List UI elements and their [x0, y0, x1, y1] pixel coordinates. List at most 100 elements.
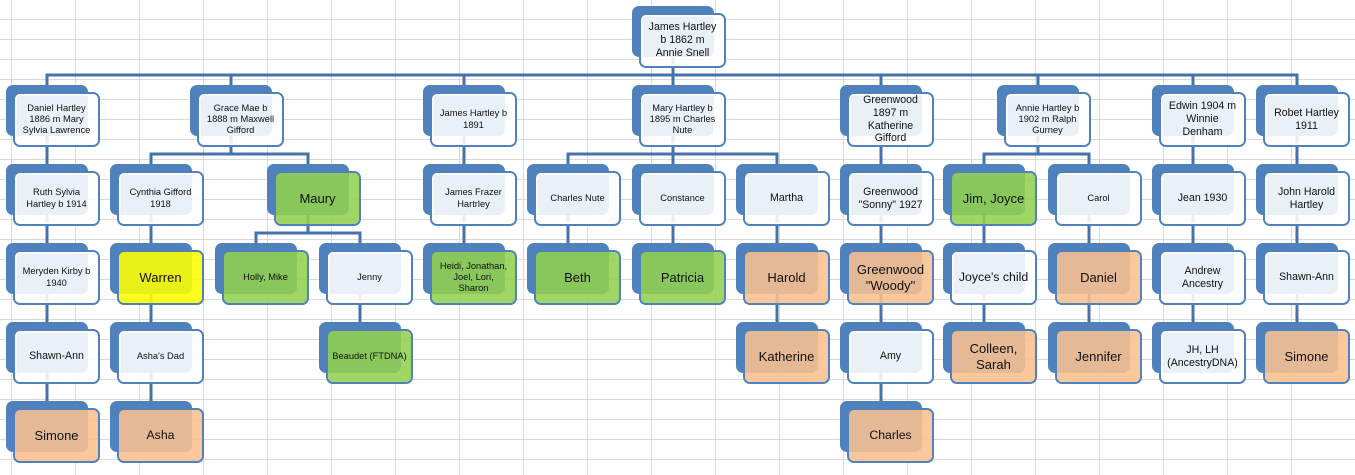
person-node[interactable]: Holly, Mike	[215, 243, 309, 305]
person-label: Simone	[1284, 348, 1329, 364]
person-node[interactable]: John Harold Hartley	[1256, 164, 1350, 226]
node-box: Colleen, Sarah	[950, 329, 1037, 384]
person-label: Beth	[564, 269, 591, 285]
person-label: James Hartley b 1891	[439, 108, 508, 130]
person-node[interactable]: Daniel Hartley 1886 m Mary Sylvia Lawren…	[6, 85, 100, 147]
person-label: Daniel Hartley 1886 m Mary Sylvia Lawren…	[22, 102, 91, 136]
person-node[interactable]: Harold	[736, 243, 830, 305]
person-node[interactable]: Martha	[736, 164, 830, 226]
person-node[interactable]: Shawn-Ann	[6, 322, 100, 384]
node-box: Asha's Dad	[117, 329, 204, 384]
person-label: Holly, Mike	[243, 271, 288, 282]
node-box: Charles Nute	[534, 171, 621, 226]
node-box: JH, LH (AncestryDNA)	[1159, 329, 1246, 384]
person-node[interactable]: Beaudet (FTDNA)	[319, 322, 413, 384]
person-node[interactable]: Ruth Sylvia Hartley b 1914	[6, 164, 100, 226]
person-node[interactable]: Annie Hartley b 1902 m Ralph Gurney	[997, 85, 1091, 147]
person-node[interactable]: Jennifer	[1048, 322, 1142, 384]
node-box: Greenwood "Woody"	[847, 250, 934, 305]
node-box: Patricia	[639, 250, 726, 305]
node-box: Meryden Kirby b 1940	[13, 250, 100, 305]
person-label: Andrew Ancestry	[1181, 264, 1224, 290]
person-node[interactable]: Katherine	[736, 322, 830, 384]
node-box: Annie Hartley b 1902 m Ralph Gurney	[1004, 92, 1091, 147]
person-label: JH, LH (AncestryDNA)	[1167, 343, 1238, 369]
node-box: Jennifer	[1055, 329, 1142, 384]
node-box: Beaudet (FTDNA)	[326, 329, 413, 384]
person-node[interactable]: Charles Nute	[527, 164, 621, 226]
person-node[interactable]: Amy	[840, 322, 934, 384]
person-label: Jim, Joyce	[962, 190, 1025, 206]
person-node[interactable]: Warren	[110, 243, 204, 305]
node-box: Holly, Mike	[222, 250, 309, 305]
person-node[interactable]: Mary Hartley b 1895 m Charles Nute	[632, 85, 726, 147]
person-label: Martha	[770, 192, 803, 205]
person-node[interactable]: Constance	[632, 164, 726, 226]
node-box: Robet Hartley 1911	[1263, 92, 1350, 147]
person-node[interactable]: Andrew Ancestry	[1152, 243, 1246, 305]
person-node[interactable]: Maury	[267, 164, 361, 226]
person-node[interactable]: Shawn-Ann	[1256, 243, 1350, 305]
person-label: Charles	[869, 428, 912, 442]
person-label: Carol	[1087, 192, 1110, 203]
person-label: Meryden Kirby b 1940	[22, 266, 91, 288]
person-node[interactable]: Greenwood "Woody"	[840, 243, 934, 305]
person-node[interactable]: Beth	[527, 243, 621, 305]
node-box: Simone	[13, 408, 100, 463]
node-box: Charles	[847, 408, 934, 463]
node-box: James Hartley b 1891	[430, 92, 517, 147]
person-label: Daniel	[1080, 269, 1117, 285]
person-label: Simone	[34, 427, 79, 443]
person-node[interactable]: Asha	[110, 401, 204, 463]
person-label: Katherine	[758, 348, 815, 364]
person-node-root[interactable]: James Hartley b 1862 m Annie Snell	[632, 6, 726, 68]
person-node[interactable]: JH, LH (AncestryDNA)	[1152, 322, 1246, 384]
person-label: Ruth Sylvia Hartley b 1914	[26, 187, 87, 209]
person-node[interactable]: Jim, Joyce	[943, 164, 1037, 226]
node-box: Carol	[1055, 171, 1142, 226]
node-box: Ruth Sylvia Hartley b 1914	[13, 171, 100, 226]
person-node[interactable]: Greenwood "Sonny" 1927	[840, 164, 934, 226]
node-box: Grace Mae b 1888 m Maxwell Gifford	[197, 92, 284, 147]
person-node[interactable]: James Hartley b 1891	[423, 85, 517, 147]
person-node[interactable]: Charles	[840, 401, 934, 463]
person-node[interactable]: Carol	[1048, 164, 1142, 226]
person-label: James Hartley b 1862 m Annie Snell	[648, 21, 717, 59]
node-box: Amy	[847, 329, 934, 384]
person-node[interactable]: Colleen, Sarah	[943, 322, 1037, 384]
node-box: Cynthia Gifford 1918	[117, 171, 204, 226]
person-node[interactable]: Jean 1930	[1152, 164, 1246, 226]
node-box: Jenny	[326, 250, 413, 305]
node-box: Shawn-Ann	[1263, 250, 1350, 305]
person-node[interactable]: Cynthia Gifford 1918	[110, 164, 204, 226]
person-node[interactable]: Edwin 1904 m Winnie Denham	[1152, 85, 1246, 147]
person-label: Greenwood "Woody"	[856, 261, 925, 293]
person-label: Jean 1930	[1177, 192, 1228, 205]
person-node[interactable]: Greenwood 1897 m Katherine Gifford	[840, 85, 934, 147]
person-label: Robet Hartley 1911	[1274, 106, 1339, 132]
person-node[interactable]: Meryden Kirby b 1940	[6, 243, 100, 305]
person-node[interactable]: Patricia	[632, 243, 726, 305]
node-box: Jim, Joyce	[950, 171, 1037, 226]
node-box: Constance	[639, 171, 726, 226]
node-box: Maury	[274, 171, 361, 226]
person-label: Heidi, Jonathan, Joel, Lori, Sharon	[439, 260, 508, 294]
person-node[interactable]: Jenny	[319, 243, 413, 305]
person-node[interactable]: Simone	[6, 401, 100, 463]
person-label: Cynthia Gifford 1918	[129, 187, 192, 209]
person-node[interactable]: Asha's Dad	[110, 322, 204, 384]
person-node[interactable]: Grace Mae b 1888 m Maxwell Gifford	[190, 85, 284, 147]
person-node[interactable]: Daniel	[1048, 243, 1142, 305]
person-label: Colleen, Sarah	[969, 340, 1018, 372]
person-node[interactable]: Heidi, Jonathan, Joel, Lori, Sharon	[423, 243, 517, 305]
person-label: Mary Hartley b 1895 m Charles Nute	[649, 102, 716, 136]
node-box: Daniel	[1055, 250, 1142, 305]
person-node[interactable]: James Frazer Hartrley	[423, 164, 517, 226]
person-node[interactable]: Robet Hartley 1911	[1256, 85, 1350, 147]
person-label: Joyce's child	[958, 270, 1029, 284]
node-box: Greenwood 1897 m Katherine Gifford	[847, 92, 934, 147]
node-box: Jean 1930	[1159, 171, 1246, 226]
person-node[interactable]: Joyce's child	[943, 243, 1037, 305]
person-node[interactable]: Simone	[1256, 322, 1350, 384]
person-label: Asha	[146, 428, 175, 442]
